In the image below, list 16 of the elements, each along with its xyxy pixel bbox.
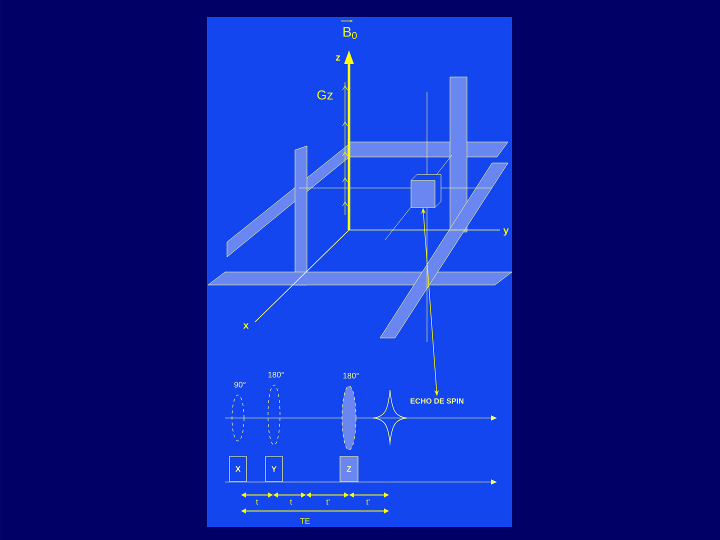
gradient-box: Z [340, 456, 358, 482]
axis-label: Gz [317, 90, 333, 100]
axis-label: t' [366, 499, 370, 505]
node-label: 180° [343, 372, 359, 378]
axis-label: y [503, 228, 509, 236]
gradient-box: Y [265, 456, 283, 482]
cube [410, 174, 442, 208]
axis-label: z [336, 55, 340, 61]
axis-label: x [243, 323, 249, 329]
node-label: 90° [234, 382, 246, 388]
node-label: 180° [268, 372, 284, 378]
gradient-box: X [229, 456, 247, 482]
axis-label: t [256, 499, 258, 505]
axis-label: TE [300, 518, 310, 524]
axis-label: t [290, 499, 292, 505]
axis-label: t' [326, 499, 330, 505]
